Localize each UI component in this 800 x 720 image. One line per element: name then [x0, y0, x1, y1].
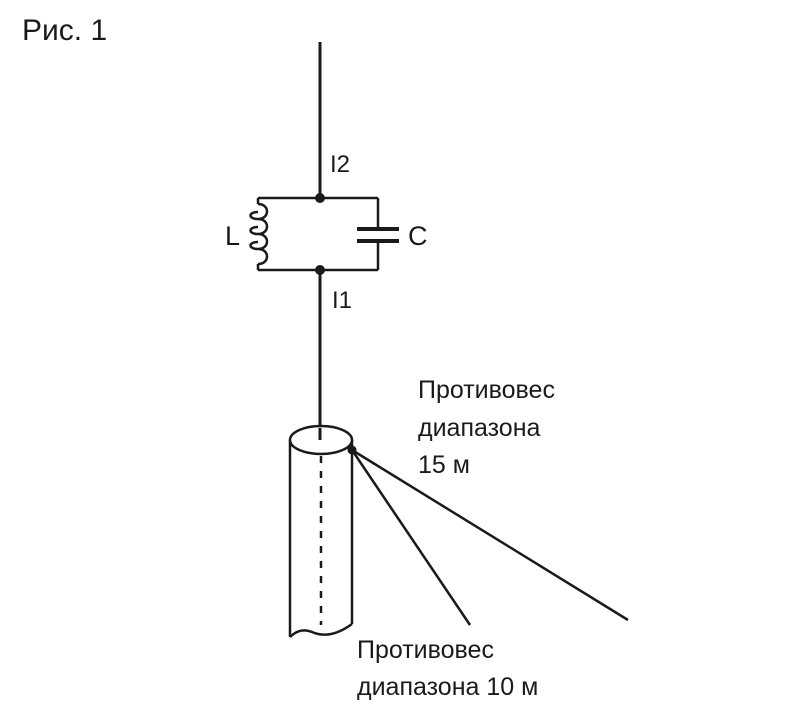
figure-title: Рис. 1 — [22, 14, 107, 47]
counterpoise-15m-line3: 15 м — [418, 451, 470, 479]
counterpoise-10m-line1: Противовес — [357, 636, 494, 664]
counterpoise-15m-line1: Противовес — [418, 376, 555, 404]
counterpoise-15m-line2: диапазона — [418, 414, 541, 442]
trap-circuit — [256, 196, 380, 272]
coax-cable — [288, 424, 354, 640]
counterpoise-wire-10m — [350, 449, 472, 626]
current-label-upper: I2 — [330, 151, 350, 178]
inductor-label: L — [225, 221, 240, 251]
capacitor-label: C — [408, 221, 428, 251]
current-label-lower: I1 — [332, 287, 352, 314]
counterpoise-wire-15m — [351, 448, 629, 622]
inductor-coil — [249, 202, 269, 266]
coax-cut-end — [289, 622, 353, 638]
counterpoise-10m-line2: диапазона 10 м — [357, 673, 538, 701]
